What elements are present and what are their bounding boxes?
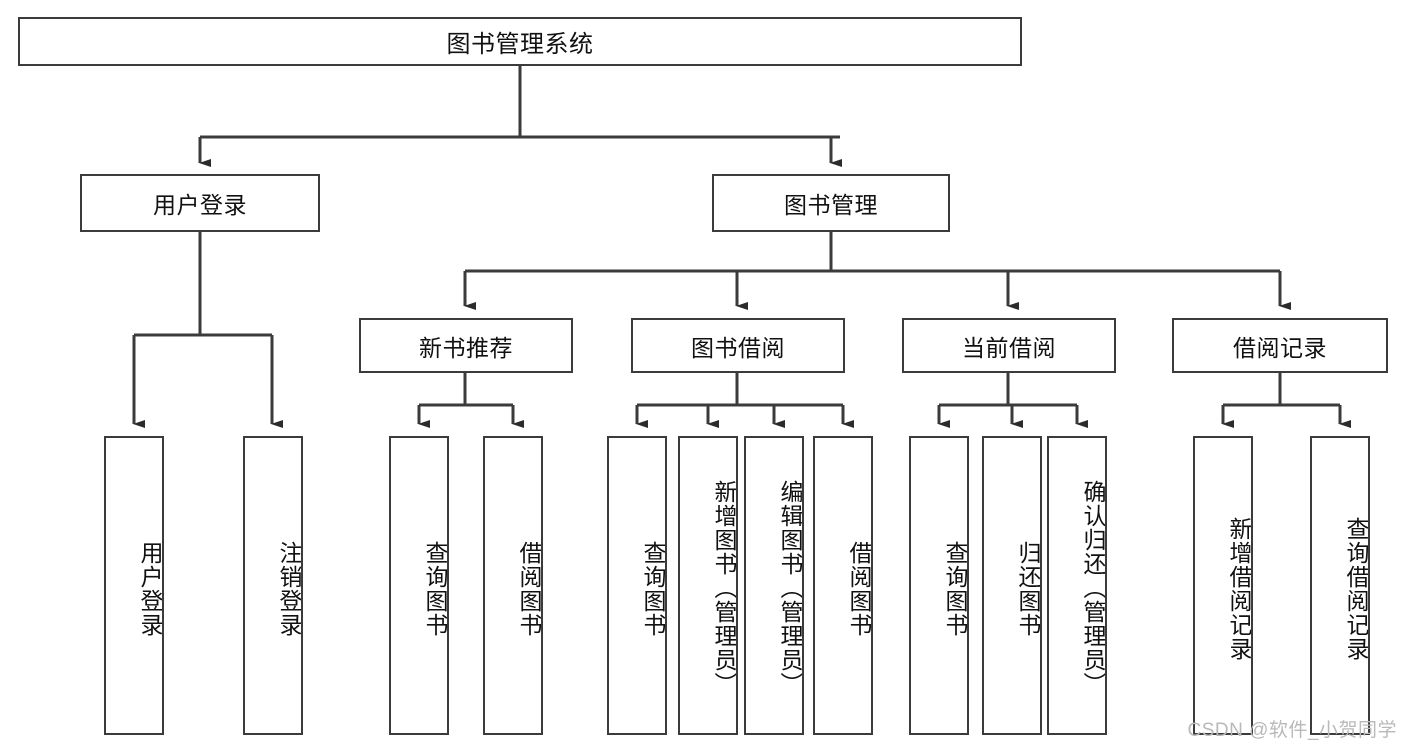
leaf-records-add-record[interactable]: 新增借阅记录 bbox=[1193, 436, 1253, 735]
leaf-recommend-borrow-book[interactable]: 借阅图书 bbox=[483, 436, 543, 735]
node-root-system[interactable]: 图书管理系统 bbox=[18, 17, 1022, 66]
leaf-current-query-book[interactable]: 查询图书 bbox=[909, 436, 969, 735]
leaf-borrow-query-book[interactable]: 查询图书 bbox=[607, 436, 667, 735]
node-book-management[interactable]: 图书管理 bbox=[712, 174, 950, 232]
node-new-book-recommend[interactable]: 新书推荐 bbox=[359, 318, 573, 373]
leaf-borrow-borrow-book[interactable]: 借阅图书 bbox=[813, 436, 873, 735]
leaf-user-login-login[interactable]: 用户登录 bbox=[104, 436, 164, 735]
leaf-current-confirm-return-admin[interactable]: 确认归还（管理员） bbox=[1047, 436, 1107, 735]
leaf-recommend-query-book[interactable]: 查询图书 bbox=[389, 436, 449, 735]
leaf-borrow-add-book-admin[interactable]: 新增图书（管理员） bbox=[678, 436, 738, 735]
node-borrow-records[interactable]: 借阅记录 bbox=[1172, 318, 1388, 373]
node-current-borrow[interactable]: 当前借阅 bbox=[902, 318, 1116, 373]
leaf-borrow-edit-book-admin[interactable]: 编辑图书（管理员） bbox=[744, 436, 804, 735]
node-book-borrow[interactable]: 图书借阅 bbox=[631, 318, 845, 373]
node-user-login[interactable]: 用户登录 bbox=[80, 174, 320, 232]
watermark-credit: CSDN @软件_小贺同学 bbox=[1187, 720, 1397, 741]
leaf-user-login-logout[interactable]: 注销登录 bbox=[243, 436, 303, 735]
leaf-records-query-record[interactable]: 查询借阅记录 bbox=[1310, 436, 1370, 735]
leaf-current-return-book[interactable]: 归还图书 bbox=[982, 436, 1042, 735]
